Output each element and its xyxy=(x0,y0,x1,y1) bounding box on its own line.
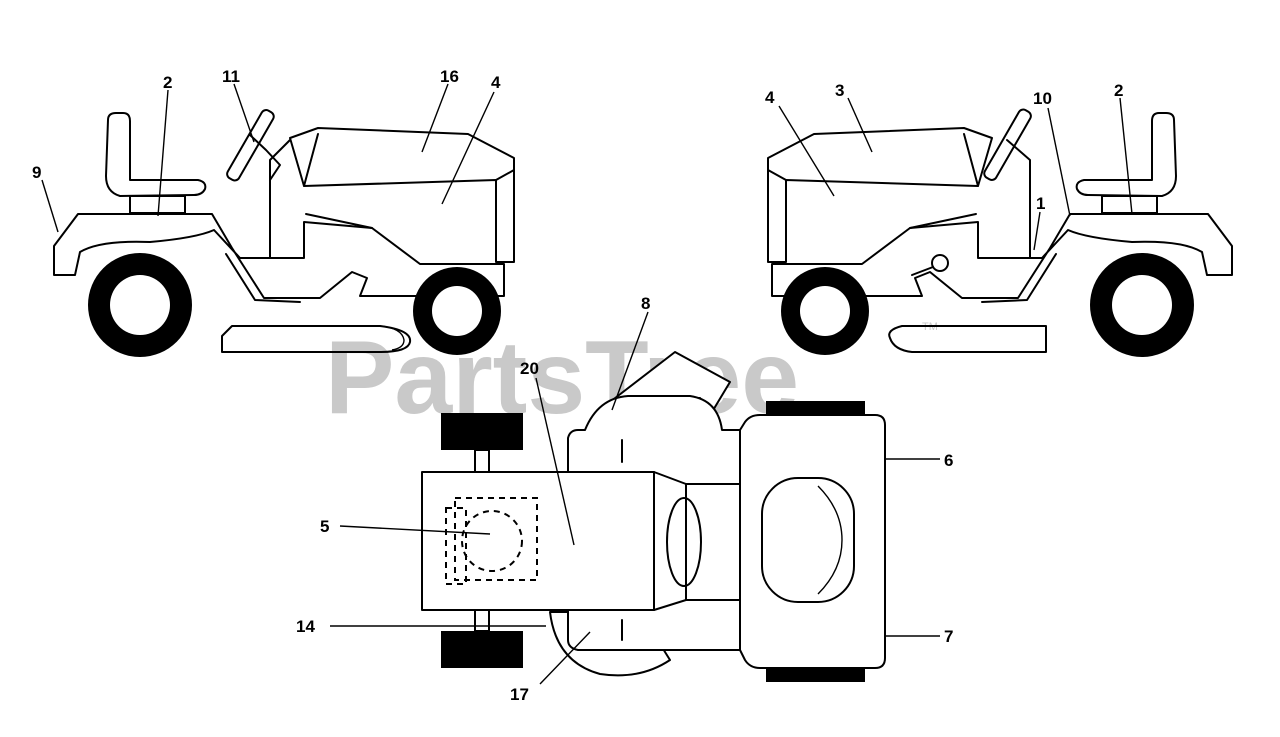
callout-20: 20 xyxy=(520,359,539,378)
callout-2-left: 2 xyxy=(163,73,172,92)
top-rear-left-tire xyxy=(441,413,523,450)
callout-2-right: 2 xyxy=(1114,81,1123,100)
callout-4-left: 4 xyxy=(491,73,501,92)
callout-16: 16 xyxy=(440,67,459,86)
top-decal-outline xyxy=(454,497,538,581)
callout-17: 17 xyxy=(510,685,529,704)
callout-8: 8 xyxy=(641,294,650,313)
watermark-text: PartsTree xyxy=(325,320,799,436)
top-hood xyxy=(739,414,886,669)
callout-14: 14 xyxy=(296,617,315,636)
left-body xyxy=(53,213,505,299)
callout-6: 6 xyxy=(944,451,953,470)
right-body xyxy=(771,213,1233,299)
right-seat xyxy=(1075,112,1177,197)
callout-10: 10 xyxy=(1033,89,1052,108)
callout-7: 7 xyxy=(944,627,953,646)
left-steering-wheel xyxy=(226,109,275,182)
ignition-key-icon xyxy=(931,254,949,272)
left-steering-column xyxy=(269,139,291,259)
top-steering-wheel xyxy=(666,497,702,587)
callout-9: 9 xyxy=(32,163,41,182)
right-hood xyxy=(767,127,993,263)
left-frame-line xyxy=(225,253,301,303)
top-grille xyxy=(761,477,855,603)
left-hood xyxy=(289,127,515,263)
callout-4-right: 4 xyxy=(765,88,775,107)
right-mower-deck xyxy=(888,325,1047,353)
top-front-left-tire xyxy=(766,401,865,415)
left-seat-base xyxy=(129,195,186,214)
left-seat xyxy=(105,112,207,197)
left-tractor-side-view xyxy=(53,109,515,357)
top-view xyxy=(421,351,886,682)
callout-11: 11 xyxy=(222,67,240,86)
top-rear-right-tire xyxy=(441,631,523,668)
callout-1: 1 xyxy=(1036,194,1045,213)
leader-lines xyxy=(41,83,1133,685)
top-front-right-tire xyxy=(766,668,865,682)
callout-5: 5 xyxy=(320,517,329,536)
right-steering-wheel xyxy=(983,108,1032,181)
callout-3: 3 xyxy=(835,81,844,100)
right-tractor-side-view xyxy=(767,108,1233,357)
callout-labels: 9 2 11 16 4 4 3 10 2 1 8 20 6 5 14 7 17 xyxy=(32,67,1123,704)
